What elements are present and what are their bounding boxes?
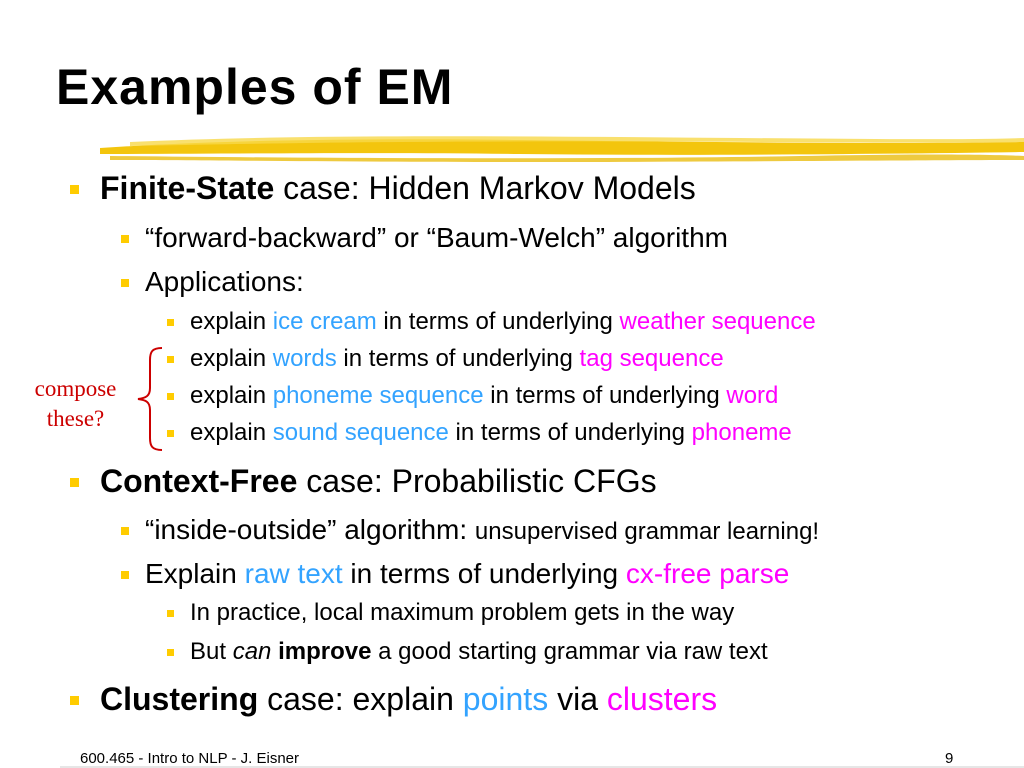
highlighted-term-observed: sound sequence — [272, 419, 449, 446]
text-run: Explain — [145, 558, 245, 589]
emphasis-bold: improve — [278, 638, 372, 665]
text-run: In practice, local maximum problem gets … — [190, 599, 735, 626]
highlighted-term-observed: phoneme sequence — [272, 382, 484, 409]
square-bullet-icon — [121, 527, 129, 535]
bullet-item-level-3: explain ice cream in terms of underlying… — [190, 310, 816, 334]
square-bullet-icon — [167, 649, 174, 656]
title-underline-brush — [100, 136, 1024, 162]
text-run: “inside-outside” algorithm: — [145, 514, 475, 545]
text-run: via — [548, 681, 607, 717]
highlighted-term-observed: raw text — [244, 558, 343, 589]
square-bullet-icon — [167, 319, 174, 326]
bullet-item-level-3: But can improve a good starting grammar … — [190, 640, 768, 664]
text-run: in terms of underlying — [336, 345, 580, 372]
highlighted-term-hidden: clusters — [606, 681, 718, 717]
highlighted-term-observed: words — [272, 345, 337, 372]
footer-rule — [60, 766, 1024, 768]
text-run: in terms of underlying — [483, 382, 727, 409]
highlighted-term-hidden: tag sequence — [579, 345, 724, 372]
bullet-item-level-1: Clustering case: explain points via clus… — [100, 683, 717, 715]
square-bullet-icon — [167, 393, 174, 400]
square-bullet-icon — [167, 430, 174, 437]
bullet-item-level-2: Explain raw text in terms of underlying … — [145, 560, 789, 588]
side-note-line-2: these? — [46, 406, 105, 431]
square-bullet-icon — [70, 478, 79, 487]
text-run: case: explain — [258, 681, 463, 717]
text-run: in terms of underlying — [342, 558, 626, 589]
footer-page-number: 9 — [945, 750, 954, 767]
highlighted-term-hidden: weather sequence — [619, 308, 816, 335]
underline-stroke-top — [130, 136, 1024, 146]
highlighted-term-observed: points — [462, 681, 549, 717]
text-run-small: unsupervised grammar learning! — [474, 518, 820, 545]
text-run: a good starting grammar via raw text — [371, 638, 768, 665]
square-bullet-icon — [167, 356, 174, 363]
text-run: But — [190, 638, 233, 665]
bullet-item-level-1: Context-Free case: Probabilistic CFGs — [100, 465, 657, 497]
square-bullet-icon — [70, 696, 79, 705]
highlighted-term-hidden: phoneme — [691, 419, 792, 446]
text-run: explain — [190, 308, 273, 335]
emphasis-bold: Finite-State — [100, 170, 275, 206]
text-run: case: Probabilistic CFGs — [297, 463, 657, 499]
underline-stroke-main — [100, 139, 1024, 155]
text-run: “forward-backward” or “Baum-Welch” algor… — [145, 222, 728, 253]
square-bullet-icon — [121, 571, 129, 579]
text-run: Applications: — [145, 266, 304, 297]
side-note-line-1: compose — [34, 376, 117, 401]
side-note: compose these? — [18, 374, 133, 434]
text-run: case: Hidden Markov Models — [274, 170, 696, 206]
highlighted-term-observed: ice cream — [272, 308, 377, 335]
highlighted-term-hidden: cx-free parse — [625, 558, 790, 589]
square-bullet-icon — [121, 235, 129, 243]
bullet-item-level-3: explain sound sequence in terms of under… — [190, 421, 792, 445]
emphasis-italic: can — [232, 638, 272, 665]
bullet-item-level-2: Applications: — [145, 268, 304, 296]
slide-title: Examples of EM — [56, 59, 454, 115]
emphasis-bold: Clustering — [100, 681, 259, 717]
square-bullet-icon — [121, 279, 129, 287]
bullet-item-level-2: “inside-outside” algorithm: unsupervised… — [145, 516, 819, 544]
bullet-item-level-3: explain phoneme sequence in terms of und… — [190, 384, 778, 408]
text-run: in terms of underlying — [448, 419, 692, 446]
highlighted-term-hidden: word — [726, 382, 779, 409]
text-run: explain — [190, 382, 273, 409]
text-run: in terms of underlying — [376, 308, 620, 335]
bullet-item-level-1: Finite-State case: Hidden Markov Models — [100, 172, 696, 204]
footer-course-label: 600.465 - Intro to NLP - J. Eisner — [80, 750, 300, 767]
square-bullet-icon — [167, 610, 174, 617]
text-run: explain — [190, 345, 273, 372]
square-bullet-icon — [70, 185, 79, 194]
left-curly-brace-icon — [137, 347, 163, 451]
bullet-item-level-3: explain words in terms of underlying tag… — [190, 347, 724, 371]
bullet-item-level-3: In practice, local maximum problem gets … — [190, 601, 734, 625]
bullet-item-level-2: “forward-backward” or “Baum-Welch” algor… — [145, 224, 728, 252]
underline-stroke-bottom — [110, 154, 1024, 162]
text-run: explain — [190, 419, 273, 446]
emphasis-bold: Context-Free — [100, 463, 298, 499]
